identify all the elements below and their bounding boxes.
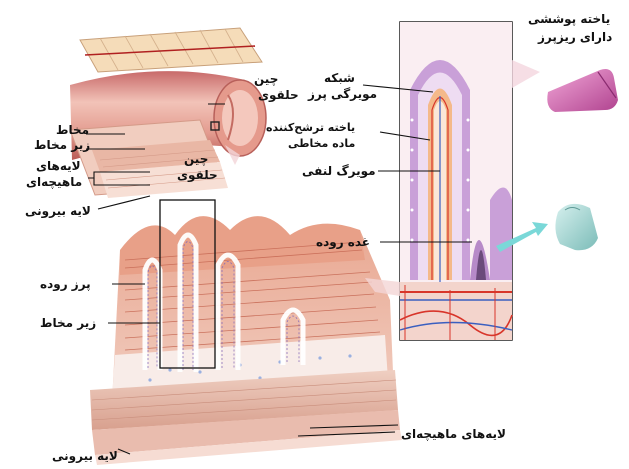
label-circular-fold-top-line1: چین	[254, 72, 278, 86]
label-circular-fold-mid-line2: حلقوی	[177, 168, 218, 182]
label-epithelial-cell-line2: دارای ریزپرز	[538, 30, 612, 44]
label-mucosa: مخاط	[56, 123, 89, 137]
label-circular-fold-mid-line1: چین	[184, 152, 208, 166]
villus-detail-panel	[365, 22, 540, 340]
epithelial-cell-figure	[547, 69, 618, 112]
label-capillary-network-line2: مویرگی پرز	[308, 87, 377, 101]
label-mucus-cell-line1: یاخته ترشح‌کننده	[266, 121, 355, 135]
label-lacteal: مویرگ لنفی	[302, 164, 376, 178]
label-circular-fold-top-line2: حلقوی	[258, 88, 299, 102]
label-muscle-layers-left-line2: ماهیچه‌ای	[26, 175, 82, 189]
label-muscle-layers-left-line1: لایه‌های	[36, 159, 81, 173]
label-submucosa-left: زیر مخاط	[34, 138, 90, 152]
label-capillary-network-line1: شبکه	[324, 71, 355, 85]
label-mucus-cell-line2: ماده مخاطی	[288, 137, 355, 151]
label-serosa-bottom: لایه بیرونی	[52, 449, 118, 463]
label-villus: پرز روده	[40, 277, 91, 291]
label-intestinal-gland: غده روده	[316, 235, 370, 249]
label-submucosa-bottom: زیر مخاط	[40, 316, 96, 330]
label-serosa-left: لایه بیرونی	[25, 204, 91, 218]
label-epithelial-cell-line1: یاخته پوششی	[528, 12, 610, 26]
label-muscle-layers-bottom: لایه‌های ماهیچه‌ای	[401, 427, 506, 441]
